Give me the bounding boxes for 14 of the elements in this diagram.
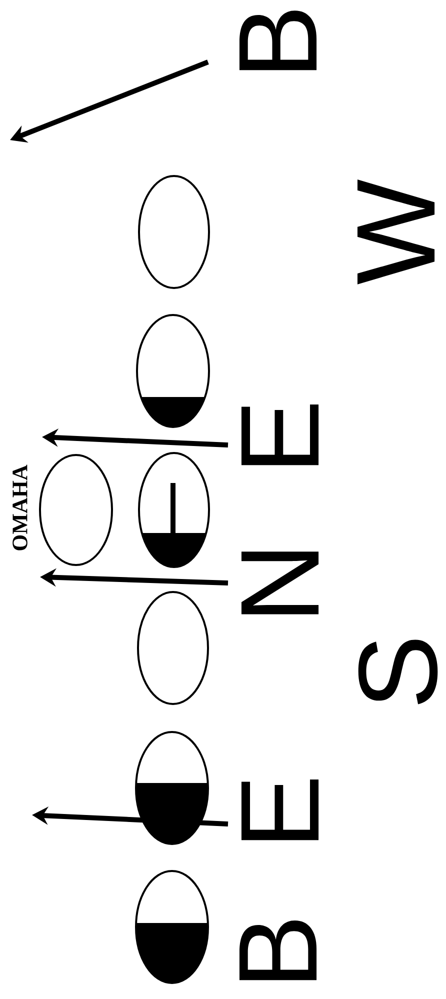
letter: B xyxy=(239,10,317,70)
oval-shape xyxy=(39,454,113,566)
oval-shape xyxy=(137,591,209,705)
oval-shape xyxy=(138,175,210,289)
letter: E xyxy=(241,404,319,466)
letter: E xyxy=(241,779,319,840)
oval-shape xyxy=(135,731,209,845)
oval-shape xyxy=(135,870,209,984)
letter: W xyxy=(357,180,435,284)
oval-shape xyxy=(138,452,210,568)
letter: N xyxy=(241,552,319,614)
oval-shape xyxy=(136,314,210,428)
letter: B xyxy=(239,920,317,980)
letter: S xyxy=(358,640,438,704)
